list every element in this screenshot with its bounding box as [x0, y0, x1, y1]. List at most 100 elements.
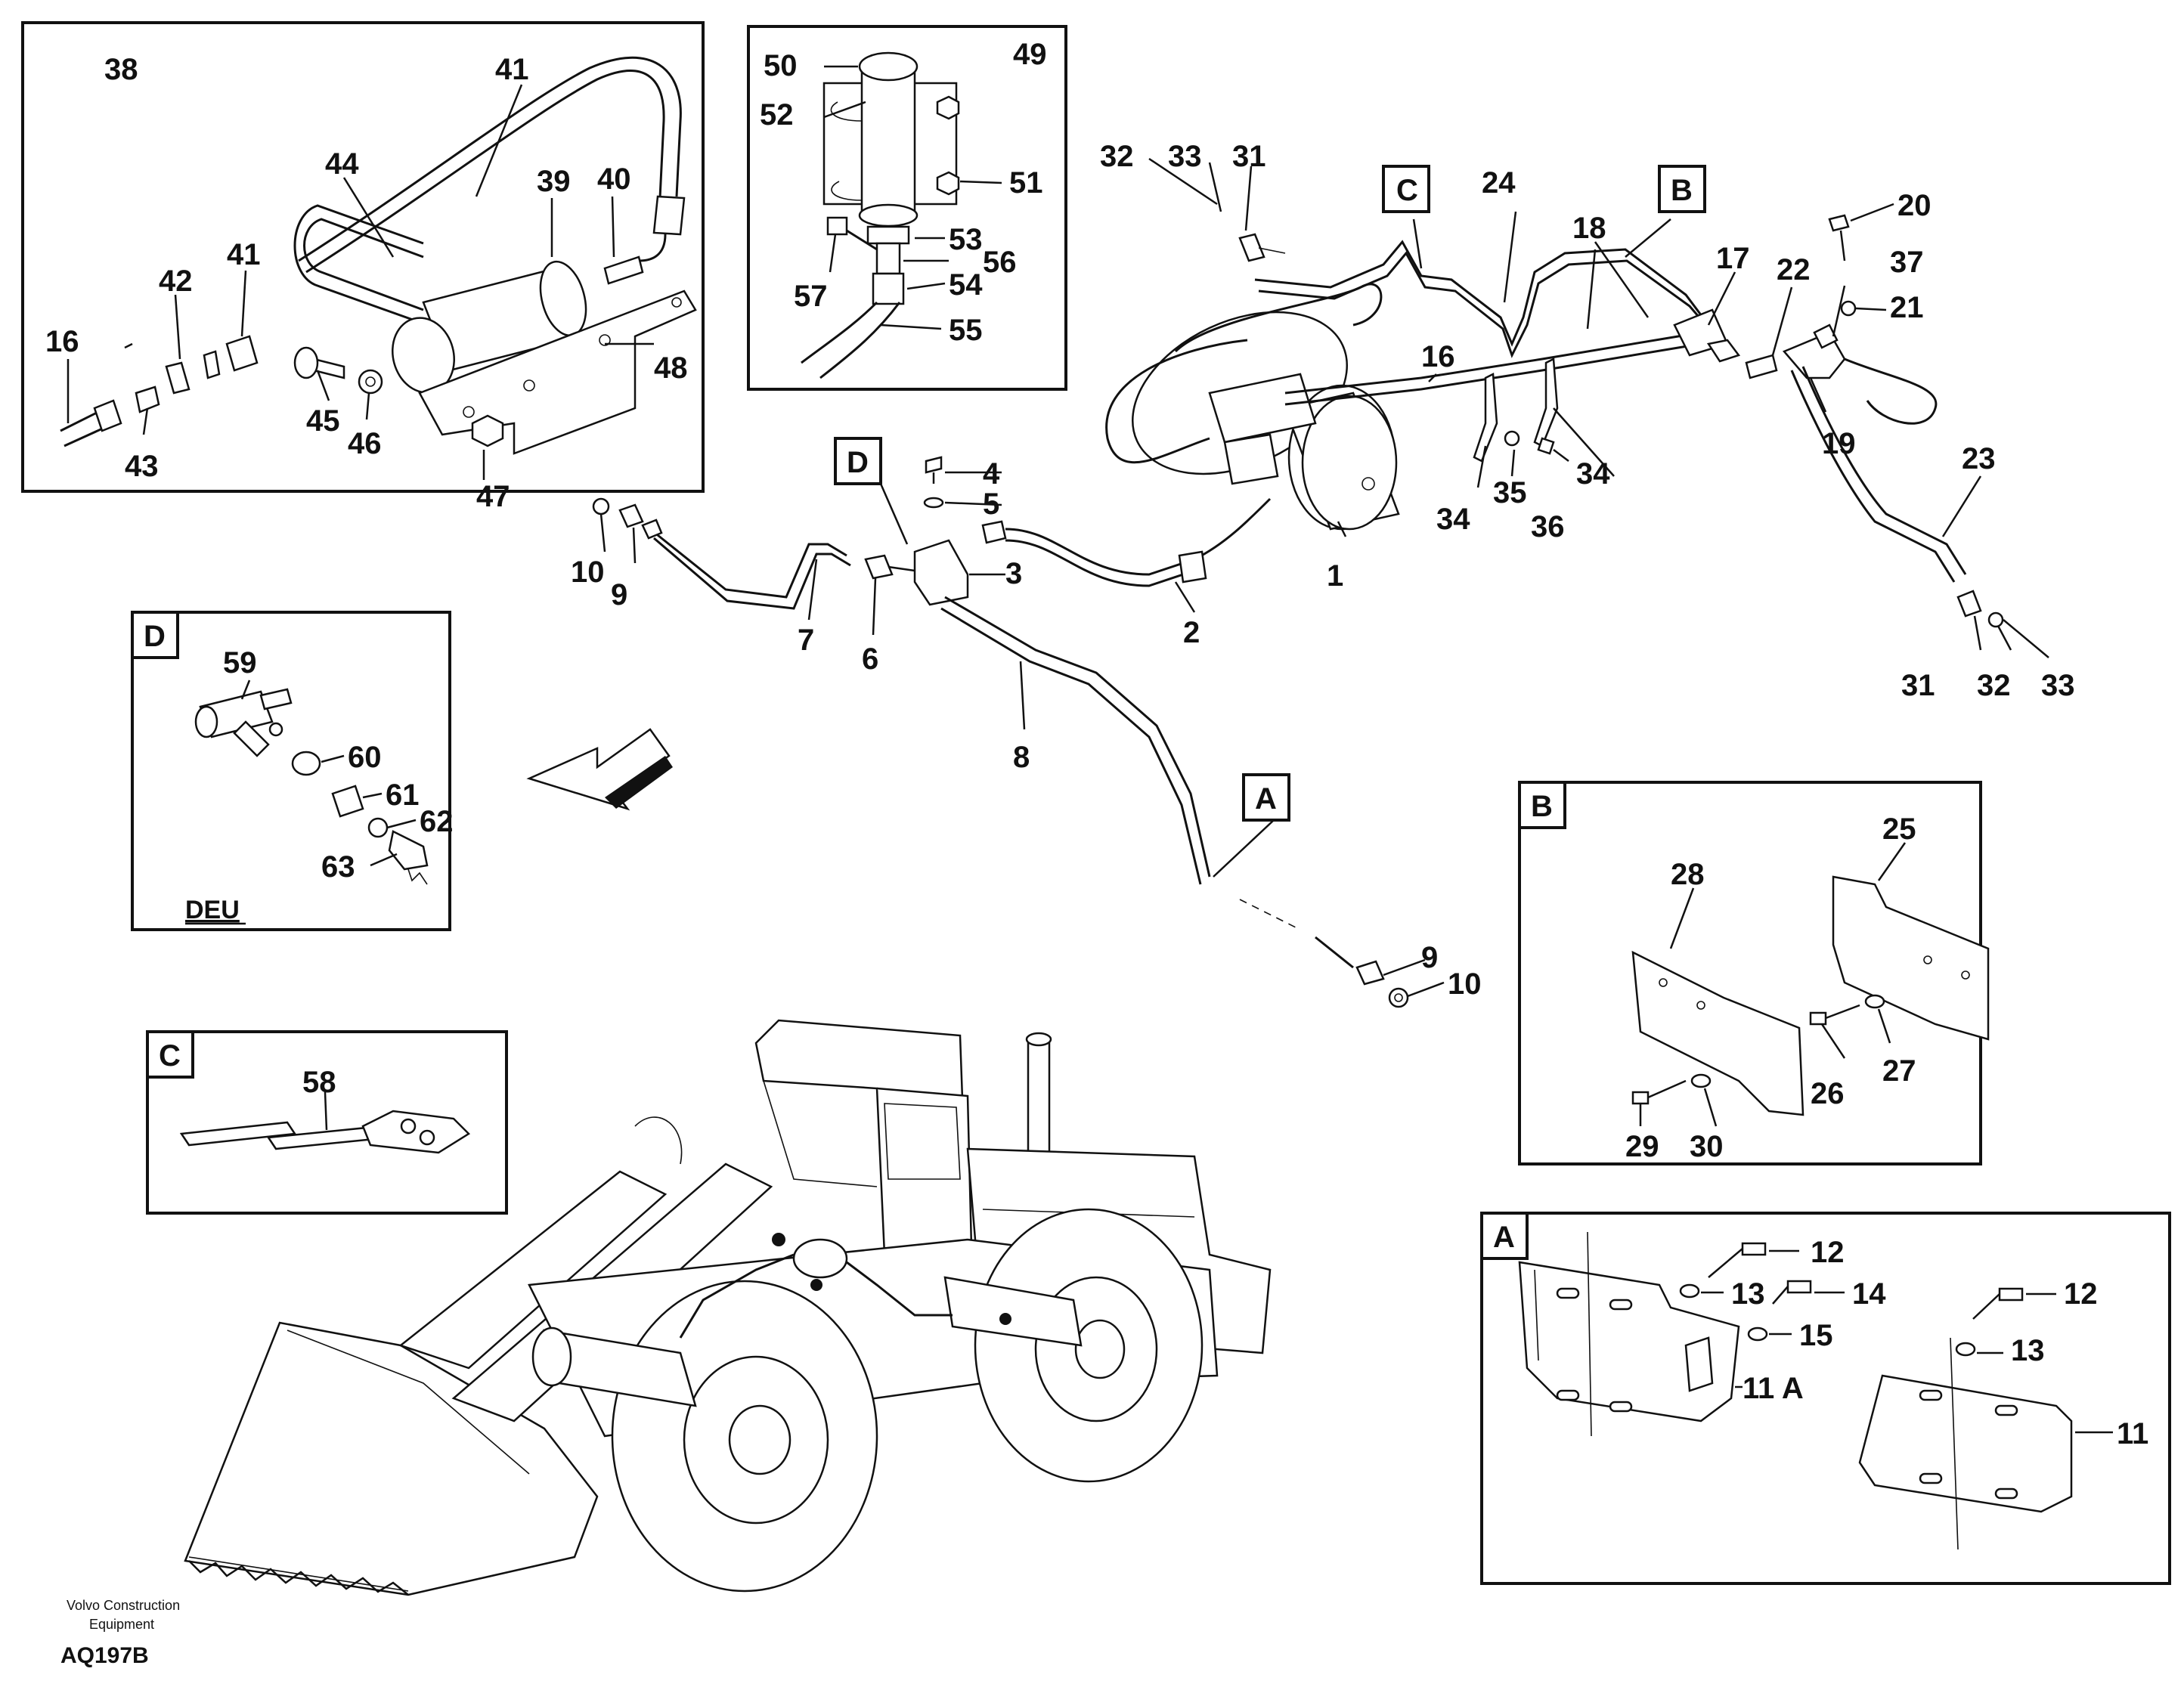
callout-33b: 33	[2041, 669, 2075, 702]
callout-47: 47	[476, 480, 510, 513]
callout-8: 8	[1013, 741, 1030, 774]
callout-59: 59	[223, 646, 257, 679]
footer: Volvo Construction Equipment AQ197B	[60, 1598, 180, 1668]
inset-D-tag: D	[144, 620, 166, 653]
callout-34b: 34	[1576, 457, 1610, 491]
callout-4: 4	[983, 457, 1000, 491]
callout-45: 45	[306, 404, 340, 438]
callout-49: 49	[1013, 38, 1047, 71]
inset-A: A 12 13 14	[1480, 1212, 2171, 1585]
callout-11: 11	[2117, 1417, 2148, 1450]
callout-7: 7	[798, 624, 814, 657]
callout-60: 60	[348, 741, 382, 774]
tag-A-box	[1242, 773, 1290, 822]
callout-27: 27	[1882, 1054, 1916, 1088]
middle-lines: D A 4 5 3 10 9 7 6 2 8 9 10	[571, 437, 1482, 1008]
drawing-code: AQ197B	[60, 1643, 149, 1668]
callout-56: 56	[983, 246, 1017, 279]
callout-2: 2	[1183, 616, 1200, 649]
callout-6: 6	[862, 642, 878, 676]
callout-35: 35	[1493, 476, 1527, 509]
callout-15: 15	[1799, 1319, 1833, 1352]
callout-10a: 10	[571, 556, 605, 589]
callout-23: 23	[1962, 442, 1996, 475]
variant-label: DEU	[185, 896, 240, 924]
callout-11A: 11 A	[1743, 1372, 1804, 1405]
callout-46: 46	[348, 427, 382, 460]
callout-58: 58	[302, 1066, 336, 1099]
callout-26: 26	[1811, 1077, 1845, 1110]
callout-13a: 13	[1731, 1277, 1765, 1311]
callout-17: 17	[1716, 242, 1750, 275]
callout-24: 24	[1482, 166, 1516, 200]
callout-22: 22	[1777, 253, 1811, 286]
callout-25: 25	[1882, 813, 1916, 846]
tag-D-box	[834, 437, 882, 485]
tag-C-box	[1382, 165, 1430, 213]
callout-63: 63	[321, 850, 355, 884]
callout-16: 16	[45, 325, 79, 358]
callout-38: 38	[104, 53, 138, 86]
callout-1: 1	[1327, 559, 1343, 593]
callout-5: 5	[983, 488, 999, 521]
callout-30: 30	[1690, 1130, 1724, 1163]
inset-D: D 59 60 61 62 63 DEU	[131, 611, 454, 931]
callout-48: 48	[654, 351, 688, 385]
callout-55: 55	[949, 314, 983, 347]
inset-B: B 25 28 26 27 29 30	[1518, 781, 1990, 1165]
inset-C-tag: C	[159, 1039, 181, 1073]
inset-38: 38 41 44 39 40 42 41 16 43 45 46 47 48	[21, 21, 705, 513]
callout-36: 36	[1531, 510, 1565, 543]
inset-C: C 58	[146, 1030, 508, 1215]
tag-B: B	[1671, 174, 1693, 207]
callout-13b: 13	[2011, 1334, 2045, 1367]
callout-28: 28	[1671, 858, 1705, 891]
callout-39: 39	[537, 165, 571, 198]
callout-44: 44	[325, 147, 359, 181]
callout-33: 33	[1168, 140, 1202, 173]
callout-41b: 41	[227, 238, 261, 271]
tag-C: C	[1396, 174, 1418, 207]
callout-31b: 31	[1901, 669, 1935, 702]
callout-40: 40	[597, 163, 631, 196]
callout-10b: 10	[1448, 967, 1482, 1001]
callout-54: 54	[949, 268, 983, 302]
callout-9a: 9	[611, 578, 627, 611]
callout-34a: 34	[1436, 503, 1470, 536]
callout-57: 57	[794, 280, 828, 313]
callout-14: 14	[1852, 1277, 1886, 1311]
tag-D: D	[847, 446, 869, 479]
callout-50: 50	[764, 49, 798, 82]
tag-B-box	[1658, 165, 1706, 213]
callout-18: 18	[1572, 212, 1606, 245]
callout-43: 43	[125, 450, 159, 483]
inset-A-tag: A	[1493, 1221, 1515, 1254]
company-line-2: Equipment	[89, 1617, 154, 1632]
callout-31: 31	[1232, 140, 1266, 173]
callout-53: 53	[949, 223, 983, 256]
callout-9b: 9	[1421, 941, 1438, 974]
callout-51: 51	[1009, 166, 1043, 200]
callout-12a: 12	[1811, 1236, 1845, 1269]
callout-52: 52	[760, 98, 794, 132]
callout-29: 29	[1625, 1130, 1659, 1163]
callout-42: 42	[159, 265, 193, 298]
wheel-loader-illustration	[184, 1019, 1272, 1596]
inset-49: 50 49 52 51 53 56 57 54 55	[747, 25, 1067, 391]
tag-A: A	[1255, 782, 1277, 816]
callout-62: 62	[420, 805, 454, 838]
main-assembly: C B 32 33 31 24 18 20 37 17 22 21 16 19 …	[1100, 140, 2075, 702]
callout-20: 20	[1897, 189, 1932, 222]
company-line-1: Volvo Construction	[67, 1598, 180, 1613]
callout-37: 37	[1890, 246, 1924, 279]
callout-3: 3	[1005, 557, 1022, 590]
callout-41: 41	[495, 53, 529, 86]
inset-B-tag: B	[1531, 790, 1553, 823]
callout-16-main: 16	[1421, 340, 1455, 373]
callout-32: 32	[1100, 140, 1134, 173]
direction-arrow-icon	[526, 728, 673, 811]
callout-19: 19	[1822, 427, 1856, 460]
callout-12b: 12	[2064, 1277, 2098, 1311]
callout-61: 61	[386, 779, 420, 812]
